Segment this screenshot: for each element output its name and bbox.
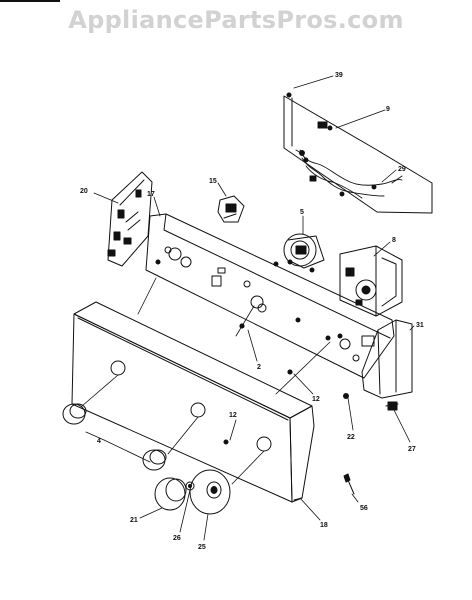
callout-2: 2 <box>257 364 261 371</box>
callout-12-upper: 12 <box>312 396 320 403</box>
front-control-panel <box>71 301 315 503</box>
callout-56: 56 <box>360 505 368 512</box>
small-switch <box>217 195 245 223</box>
wire-harness <box>295 121 403 199</box>
callout-31: 31 <box>416 322 424 329</box>
console-back-panel <box>145 213 395 379</box>
callout-5: 5 <box>300 209 304 216</box>
corner-rule <box>0 0 60 2</box>
callout-22: 22 <box>347 434 355 441</box>
callout-12-lower: 12 <box>229 412 237 419</box>
dial <box>189 469 231 515</box>
knobs <box>62 403 167 471</box>
callout-25: 25 <box>198 544 206 551</box>
callout-29: 29 <box>398 166 406 173</box>
rear-cover-plate <box>283 92 433 214</box>
clip <box>385 401 399 411</box>
side-bracket <box>107 171 153 267</box>
callout-labels: 39 9 29 15 20 17 5 8 31 2 12 12 22 27 4 … <box>80 72 424 551</box>
callout-8: 8 <box>392 237 396 244</box>
callout-26: 26 <box>173 535 181 542</box>
callout-39: 39 <box>335 72 343 79</box>
callout-17: 17 <box>147 191 155 198</box>
callout-15: 15 <box>209 178 217 185</box>
callout-4: 4 <box>97 438 101 445</box>
end-cap <box>361 319 413 399</box>
screws <box>223 323 355 495</box>
leader-lines <box>81 75 415 541</box>
callout-20: 20 <box>80 188 88 195</box>
callout-18: 18 <box>320 522 328 529</box>
timer <box>339 245 403 317</box>
large-knob <box>154 477 187 511</box>
watermark-text: AppliancePartsPros.com <box>68 6 404 34</box>
callout-21: 21 <box>130 517 138 524</box>
rotary-switch <box>283 233 325 273</box>
callout-27: 27 <box>408 446 416 453</box>
callout-9: 9 <box>386 106 390 113</box>
